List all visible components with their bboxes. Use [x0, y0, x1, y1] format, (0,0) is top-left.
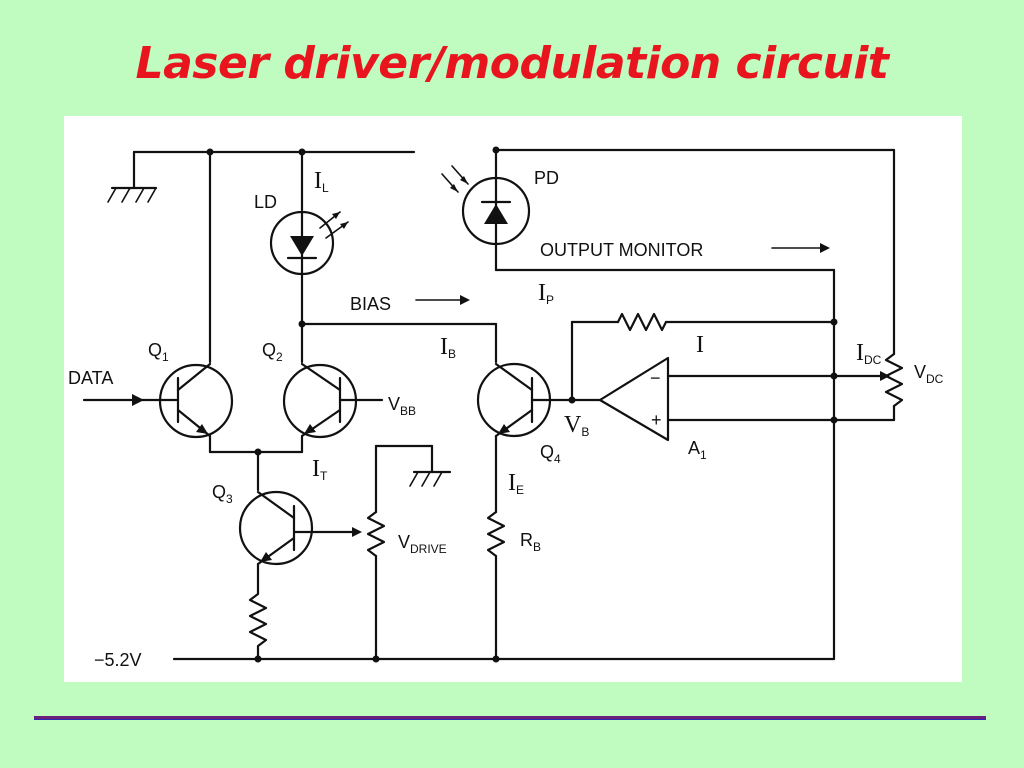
label-data: DATA — [68, 368, 113, 388]
label-ld: LD — [254, 192, 277, 212]
transistor-q2 — [282, 322, 384, 454]
annotation-i: I — [696, 332, 704, 358]
annotation-ib: IB — [440, 334, 456, 361]
annotation-idc: IDC — [856, 340, 882, 367]
resistor-q3-emitter — [248, 586, 268, 661]
supply-rail — [172, 655, 836, 663]
label-a1: A1 — [688, 438, 707, 462]
label-bias: BIAS — [350, 294, 391, 314]
opamp-minus-sign: − — [650, 368, 661, 388]
label-vdc: VDC — [914, 362, 944, 386]
transistor-q4 — [476, 362, 574, 514]
transistor-q3 — [238, 490, 362, 590]
label-q2: Q2 — [262, 340, 283, 364]
ground-symbol-top — [107, 150, 158, 203]
annotation-ie: IE — [508, 470, 524, 497]
emitter-node — [208, 448, 304, 492]
label-q3: Q3 — [212, 482, 233, 506]
resistor-rb — [486, 510, 506, 661]
laser-diode — [269, 150, 349, 328]
circuit-panel: LD PD OUTPUT MONITOR BIAS DATA Q1 Q2 Q3 … — [64, 116, 962, 682]
label-q1: Q1 — [148, 340, 169, 364]
data-input-arrow — [82, 394, 180, 406]
annotation-ip: IP — [538, 280, 554, 307]
opamp-a1 — [568, 320, 836, 442]
vdrive-potentiometer — [366, 444, 452, 661]
label-supply: −5.2V — [94, 650, 142, 670]
label-output-monitor: OUTPUT MONITOR — [540, 240, 703, 260]
circuit-schematic: LD PD OUTPUT MONITOR BIAS DATA Q1 Q2 Q3 … — [68, 146, 944, 670]
label-pd: PD — [534, 168, 559, 188]
label-vbb: VBB — [388, 394, 416, 418]
transistor-q1 — [158, 150, 234, 454]
photodiode — [441, 148, 836, 324]
label-q4: Q4 — [540, 442, 561, 466]
annotation-it: IT — [312, 456, 328, 483]
label-vdrive: VDRIVE — [398, 532, 447, 556]
label-rb: RB — [520, 530, 541, 554]
slide-title: Laser driver/modulation circuit — [135, 38, 889, 89]
footer-divider — [34, 716, 986, 720]
bias-line — [300, 295, 498, 364]
annotation-il: IL — [314, 168, 329, 195]
feedback-resistor — [570, 312, 838, 332]
vdc-potentiometer — [830, 320, 904, 661]
output-monitor-arrow — [771, 243, 830, 253]
opamp-plus-sign: + — [651, 410, 662, 430]
annotation-vb: VB — [564, 412, 589, 439]
